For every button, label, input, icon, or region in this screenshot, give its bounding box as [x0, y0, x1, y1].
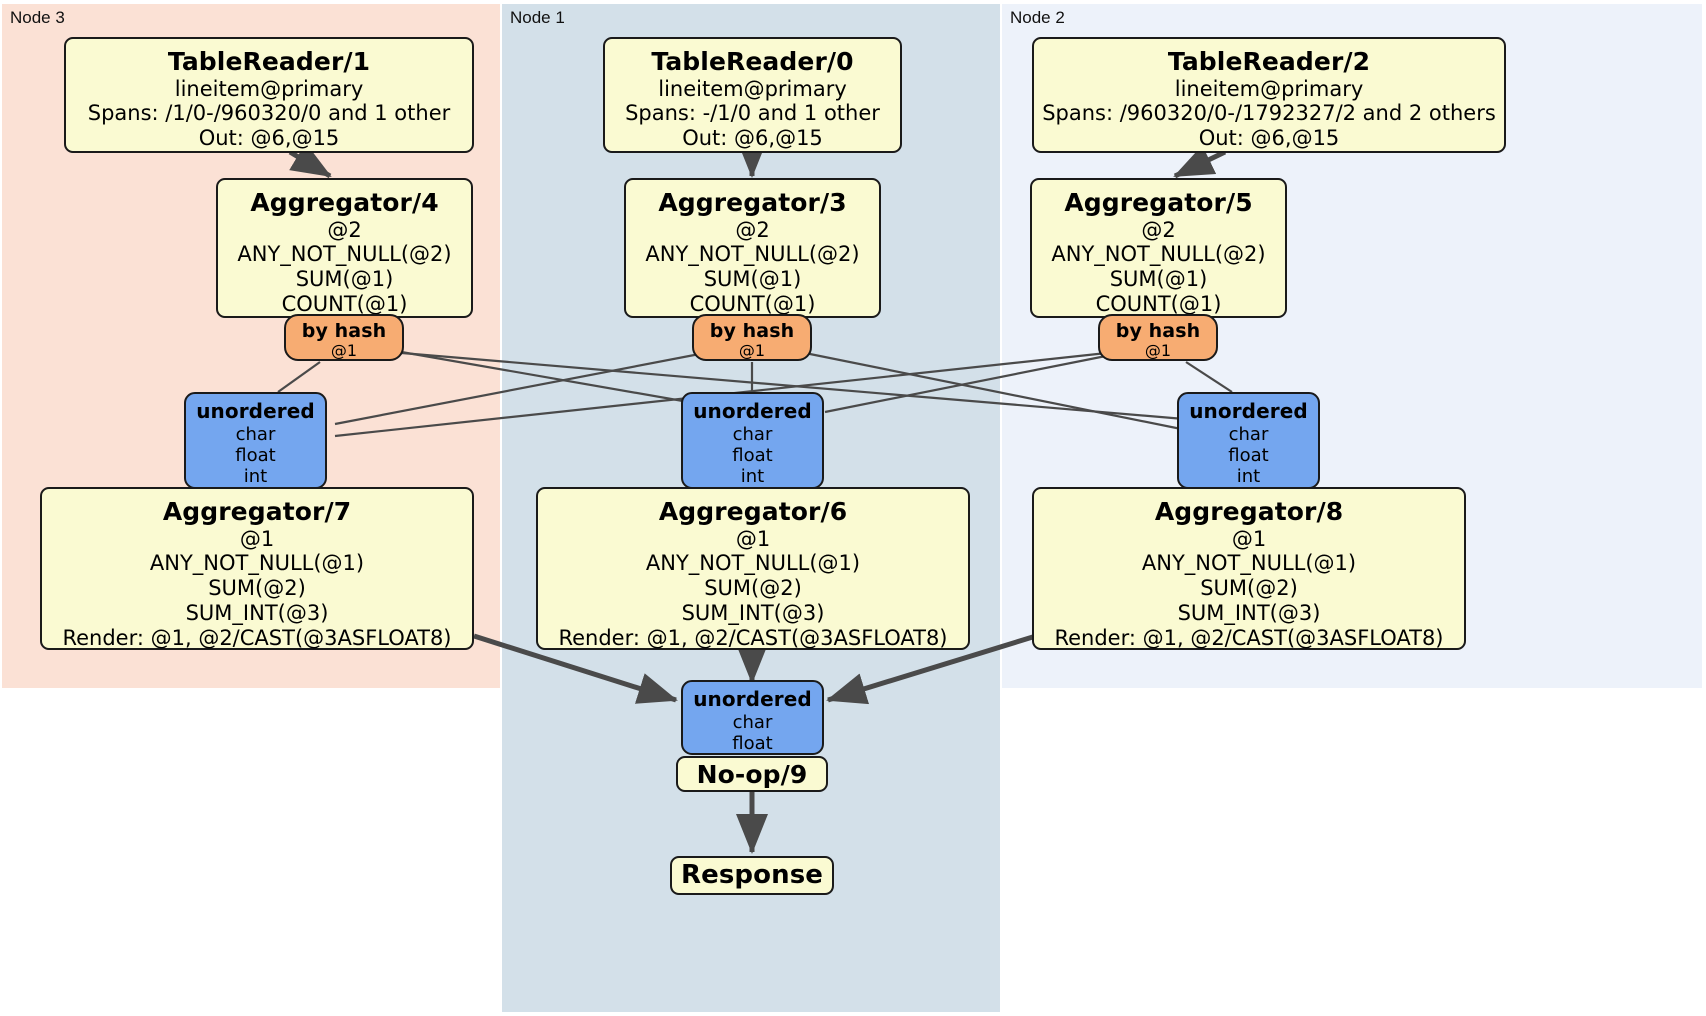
- node-line: Out: @6,@15: [682, 126, 823, 151]
- sync-line: float: [235, 444, 276, 466]
- node-aggregator-4[interactable]: Aggregator/4 @2 ANY_NOT_NULL(@2) SUM(@1)…: [216, 178, 473, 318]
- sync-title: unordered: [693, 399, 812, 423]
- node-line: lineitem@primary: [658, 76, 847, 101]
- node-line: Out: @6,@15: [1198, 126, 1340, 151]
- node-line: @1: [735, 526, 771, 551]
- panel-node-3-label: Node 3: [10, 8, 65, 27]
- sync-line: int: [1236, 466, 1261, 488]
- node-line: lineitem@primary: [174, 76, 364, 101]
- node-line: SUM(@2): [704, 576, 802, 601]
- router-line: @1: [1144, 341, 1172, 361]
- node-line: @2: [327, 217, 362, 242]
- node-line: Out: @6,@15: [198, 126, 340, 151]
- node-line: Render: @1, @2/CAST(@3ASFLOAT8): [1054, 625, 1444, 650]
- node-title: Aggregator/4: [250, 188, 439, 217]
- node-line: @2: [735, 217, 770, 242]
- synchronizer-unordered-center[interactable]: unordered char float int: [681, 392, 824, 489]
- sync-line: char: [1228, 423, 1269, 445]
- router-line: @1: [330, 341, 358, 361]
- node-title: Aggregator/7: [162, 497, 352, 526]
- panel-node-1-label: Node 1: [510, 8, 565, 27]
- node-line: SUM(@2): [1200, 576, 1298, 601]
- node-line: SUM(@1): [703, 267, 802, 292]
- node-title: TableReader/1: [167, 47, 371, 76]
- sync-title: unordered: [196, 399, 315, 423]
- node-line: ANY_NOT_NULL(@1): [645, 551, 861, 576]
- node-line: @2: [1141, 217, 1176, 242]
- node-line: ANY_NOT_NULL(@2): [237, 242, 452, 267]
- node-tablereader-1[interactable]: TableReader/1 lineitem@primary Spans: /1…: [64, 37, 474, 153]
- node-aggregator-3[interactable]: Aggregator/3 @2 ANY_NOT_NULL(@2) SUM(@1)…: [624, 178, 881, 318]
- sync-line: float: [732, 444, 773, 466]
- synchronizer-unordered-right[interactable]: unordered char float int: [1177, 392, 1320, 489]
- node-aggregator-7[interactable]: Aggregator/7 @1 ANY_NOT_NULL(@1) SUM(@2)…: [40, 487, 474, 650]
- node-line: SUM(@1): [1109, 267, 1208, 292]
- sync-title: unordered: [1189, 399, 1308, 423]
- sync-line: float: [732, 732, 773, 754]
- node-tablereader-0[interactable]: TableReader/0 lineitem@primary Spans: -/…: [603, 37, 902, 153]
- node-line: Spans: /960320/0-/1792327/2 and 2 others: [1042, 101, 1496, 126]
- router-title: by hash: [1115, 320, 1201, 342]
- node-line: Render: @1, @2/CAST(@3ASFLOAT8): [558, 625, 948, 650]
- node-line: Spans: -/1/0 and 1 other: [625, 101, 880, 126]
- node-line: SUM(@1): [295, 267, 394, 292]
- node-title: TableReader/2: [1167, 47, 1371, 76]
- node-line: Spans: /1/0-/960320/0 and 1 other: [87, 101, 451, 126]
- node-line: SUM_INT(@3): [681, 600, 825, 625]
- node-line: SUM_INT(@3): [1177, 600, 1321, 625]
- sync-title: unordered: [693, 687, 812, 711]
- node-line: SUM(@2): [208, 576, 306, 601]
- node-line: COUNT(@1): [281, 291, 408, 316]
- synchronizer-unordered-left[interactable]: unordered char float int: [184, 392, 327, 489]
- sync-line: int: [243, 466, 268, 488]
- node-aggregator-6[interactable]: Aggregator/6 @1 ANY_NOT_NULL(@1) SUM(@2)…: [536, 487, 970, 650]
- node-response[interactable]: Response: [670, 856, 834, 895]
- node-line: ANY_NOT_NULL(@1): [149, 551, 365, 576]
- router-line: @1: [738, 341, 766, 361]
- node-line: ANY_NOT_NULL(@2): [645, 242, 860, 267]
- sync-line: char: [732, 711, 773, 733]
- node-line: COUNT(@1): [689, 291, 816, 316]
- sync-line: int: [740, 466, 765, 488]
- router-by-hash-center[interactable]: by hash @1: [692, 314, 812, 361]
- router-title: by hash: [301, 320, 387, 342]
- node-title: Response: [680, 860, 824, 890]
- sync-line: char: [732, 423, 773, 445]
- node-line: COUNT(@1): [1095, 291, 1222, 316]
- synchronizer-unordered-final[interactable]: unordered char float: [681, 680, 824, 755]
- node-aggregator-8[interactable]: Aggregator/8 @1 ANY_NOT_NULL(@1) SUM(@2)…: [1032, 487, 1466, 650]
- node-line: @1: [1231, 526, 1267, 551]
- node-title: Aggregator/8: [1154, 497, 1344, 526]
- node-line: ANY_NOT_NULL(@2): [1051, 242, 1266, 267]
- node-line: ANY_NOT_NULL(@1): [1141, 551, 1357, 576]
- node-title: Aggregator/5: [1064, 188, 1253, 217]
- sync-line: char: [235, 423, 276, 445]
- node-title: TableReader/0: [651, 47, 854, 76]
- node-line: SUM_INT(@3): [185, 600, 329, 625]
- node-title: Aggregator/3: [658, 188, 847, 217]
- sync-line: float: [1228, 444, 1269, 466]
- node-line: Render: @1, @2/CAST(@3ASFLOAT8): [62, 625, 452, 650]
- router-by-hash-left[interactable]: by hash @1: [284, 314, 404, 361]
- node-tablereader-2[interactable]: TableReader/2 lineitem@primary Spans: /9…: [1032, 37, 1506, 153]
- node-line: @1: [239, 526, 275, 551]
- node-no-op-9[interactable]: No-op/9: [676, 756, 828, 792]
- node-title: No-op/9: [696, 760, 808, 789]
- router-by-hash-right[interactable]: by hash @1: [1098, 314, 1218, 361]
- node-line: lineitem@primary: [1174, 76, 1364, 101]
- node-title: Aggregator/6: [658, 497, 848, 526]
- node-aggregator-5[interactable]: Aggregator/5 @2 ANY_NOT_NULL(@2) SUM(@1)…: [1030, 178, 1287, 318]
- router-title: by hash: [709, 320, 795, 342]
- panel-node-2-label: Node 2: [1010, 8, 1065, 27]
